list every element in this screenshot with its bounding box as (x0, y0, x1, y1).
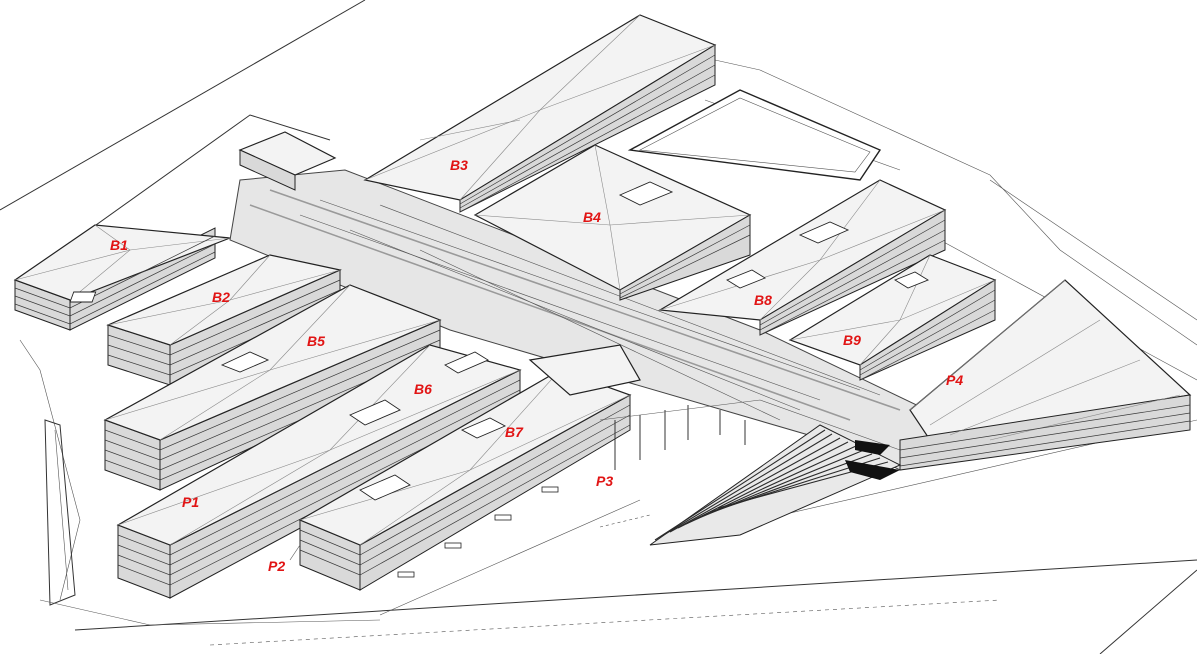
label-p4: P4 (946, 372, 964, 388)
building-b9 (788, 254, 997, 381)
stepped-terraces (649, 424, 902, 546)
building-b2 (69, 254, 342, 386)
building-b7 (298, 344, 641, 591)
building-b6-p1 (116, 344, 522, 599)
parking-bays (289, 486, 641, 616)
building-b3 (363, 14, 717, 213)
courtyard (627, 89, 882, 181)
building-b4 (473, 144, 752, 301)
canopy-p3 (599, 399, 901, 470)
building-b1 (13, 131, 337, 331)
label-p3: P3 (596, 473, 614, 489)
label-b9: B9 (843, 332, 861, 348)
label-p2: P2 (268, 558, 286, 574)
label-b1: B1 (110, 237, 128, 253)
label-b5: B5 (307, 333, 325, 349)
central-spine (229, 169, 1002, 471)
label-p1: P1 (182, 494, 200, 510)
building-b5 (103, 284, 442, 491)
label-b7: B7 (505, 424, 523, 440)
building-p4 (899, 279, 1192, 471)
label-b6: B6 (414, 381, 432, 397)
label-b3: B3 (450, 157, 468, 173)
label-b8: B8 (754, 292, 772, 308)
label-b4: B4 (583, 209, 601, 225)
building-b8 (658, 179, 947, 336)
label-b2: B2 (212, 289, 230, 305)
